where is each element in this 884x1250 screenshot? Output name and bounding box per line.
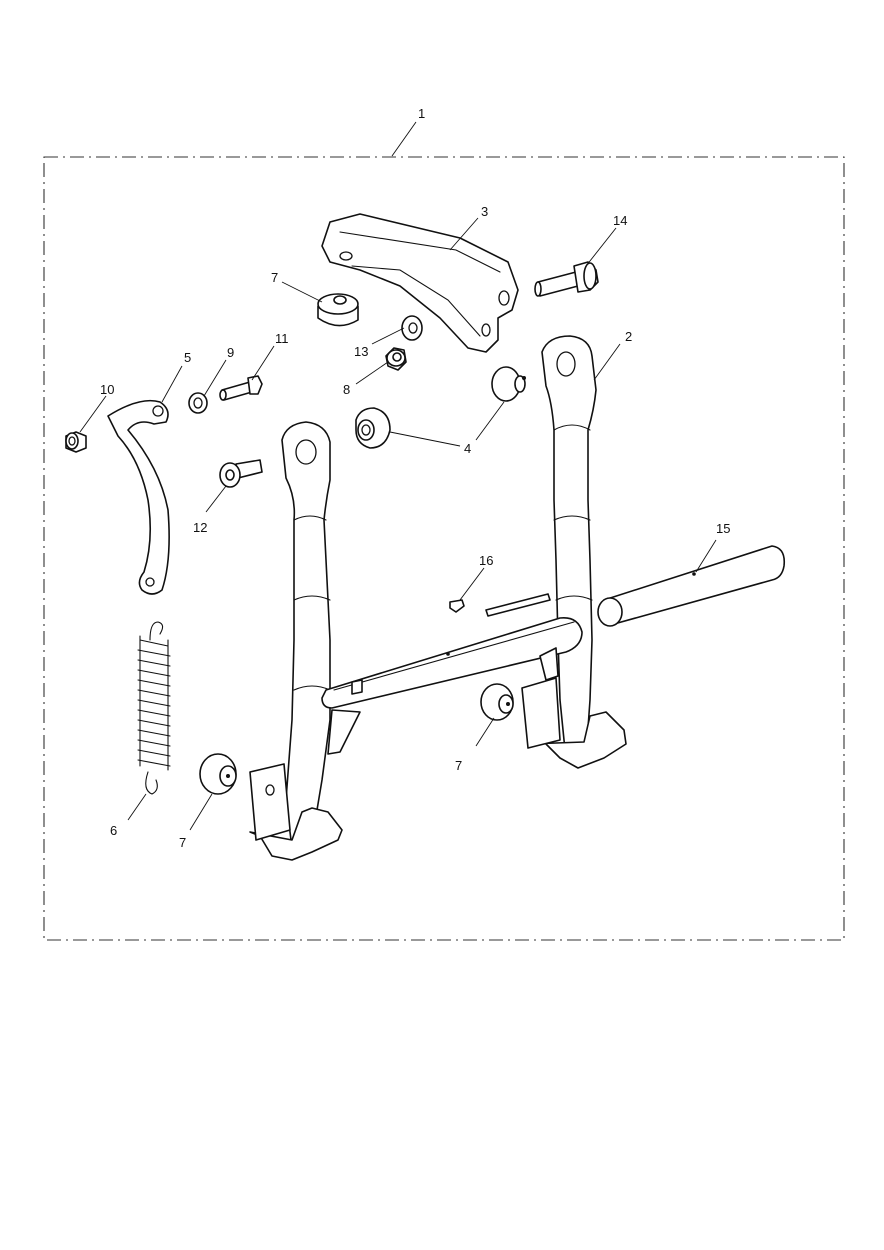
part-4-mount-right — [491, 366, 526, 402]
callout-16: 16 — [479, 553, 493, 568]
part-2-center-stand — [249, 335, 627, 861]
callout-9: 9 — [227, 345, 234, 360]
callout-10: 10 — [100, 382, 114, 397]
leader-lines — [79, 121, 717, 831]
part-4-mount-middle — [355, 407, 391, 449]
part-7-bush-bottom-right — [480, 683, 514, 721]
part-8-flange-bolt — [385, 347, 407, 371]
callout-6: 6 — [110, 823, 117, 838]
part-15-tube — [597, 545, 786, 627]
callout-2: 2 — [625, 329, 632, 344]
callout-14: 14 — [613, 213, 627, 228]
callout-4: 4 — [464, 441, 471, 456]
callout-7-right: 7 — [455, 758, 462, 773]
callout-3: 3 — [481, 204, 488, 219]
callout-1: 1 — [418, 106, 425, 121]
part-6-spring — [137, 621, 171, 795]
callout-7-top: 7 — [271, 270, 278, 285]
kit-boundary-frame — [43, 156, 845, 941]
callout-5: 5 — [184, 350, 191, 365]
callout-12: 12 — [193, 520, 207, 535]
part-14-bolt — [534, 261, 599, 297]
part-12-bolt — [219, 459, 263, 488]
part-3-upper-bracket — [321, 213, 519, 353]
part-13-washer — [401, 315, 423, 341]
callout-8: 8 — [343, 382, 350, 397]
callout-13: 13 — [354, 344, 368, 359]
callout-15: 15 — [716, 521, 730, 536]
callout-labels: 1 2 3 4 5 6 7 7 7 8 9 10 11 12 13 14 15 … — [100, 106, 730, 850]
part-10-spacer — [65, 431, 87, 453]
part-5-hook-bracket — [107, 399, 170, 595]
part-9-nut — [188, 392, 208, 414]
part-7-bush-bottom-left — [199, 753, 237, 795]
callout-11: 11 — [275, 331, 289, 346]
part-11-bolt — [219, 375, 263, 401]
callout-7-left: 7 — [179, 835, 186, 850]
part-16-screw — [449, 599, 465, 613]
part-7-bush-top — [317, 293, 359, 327]
